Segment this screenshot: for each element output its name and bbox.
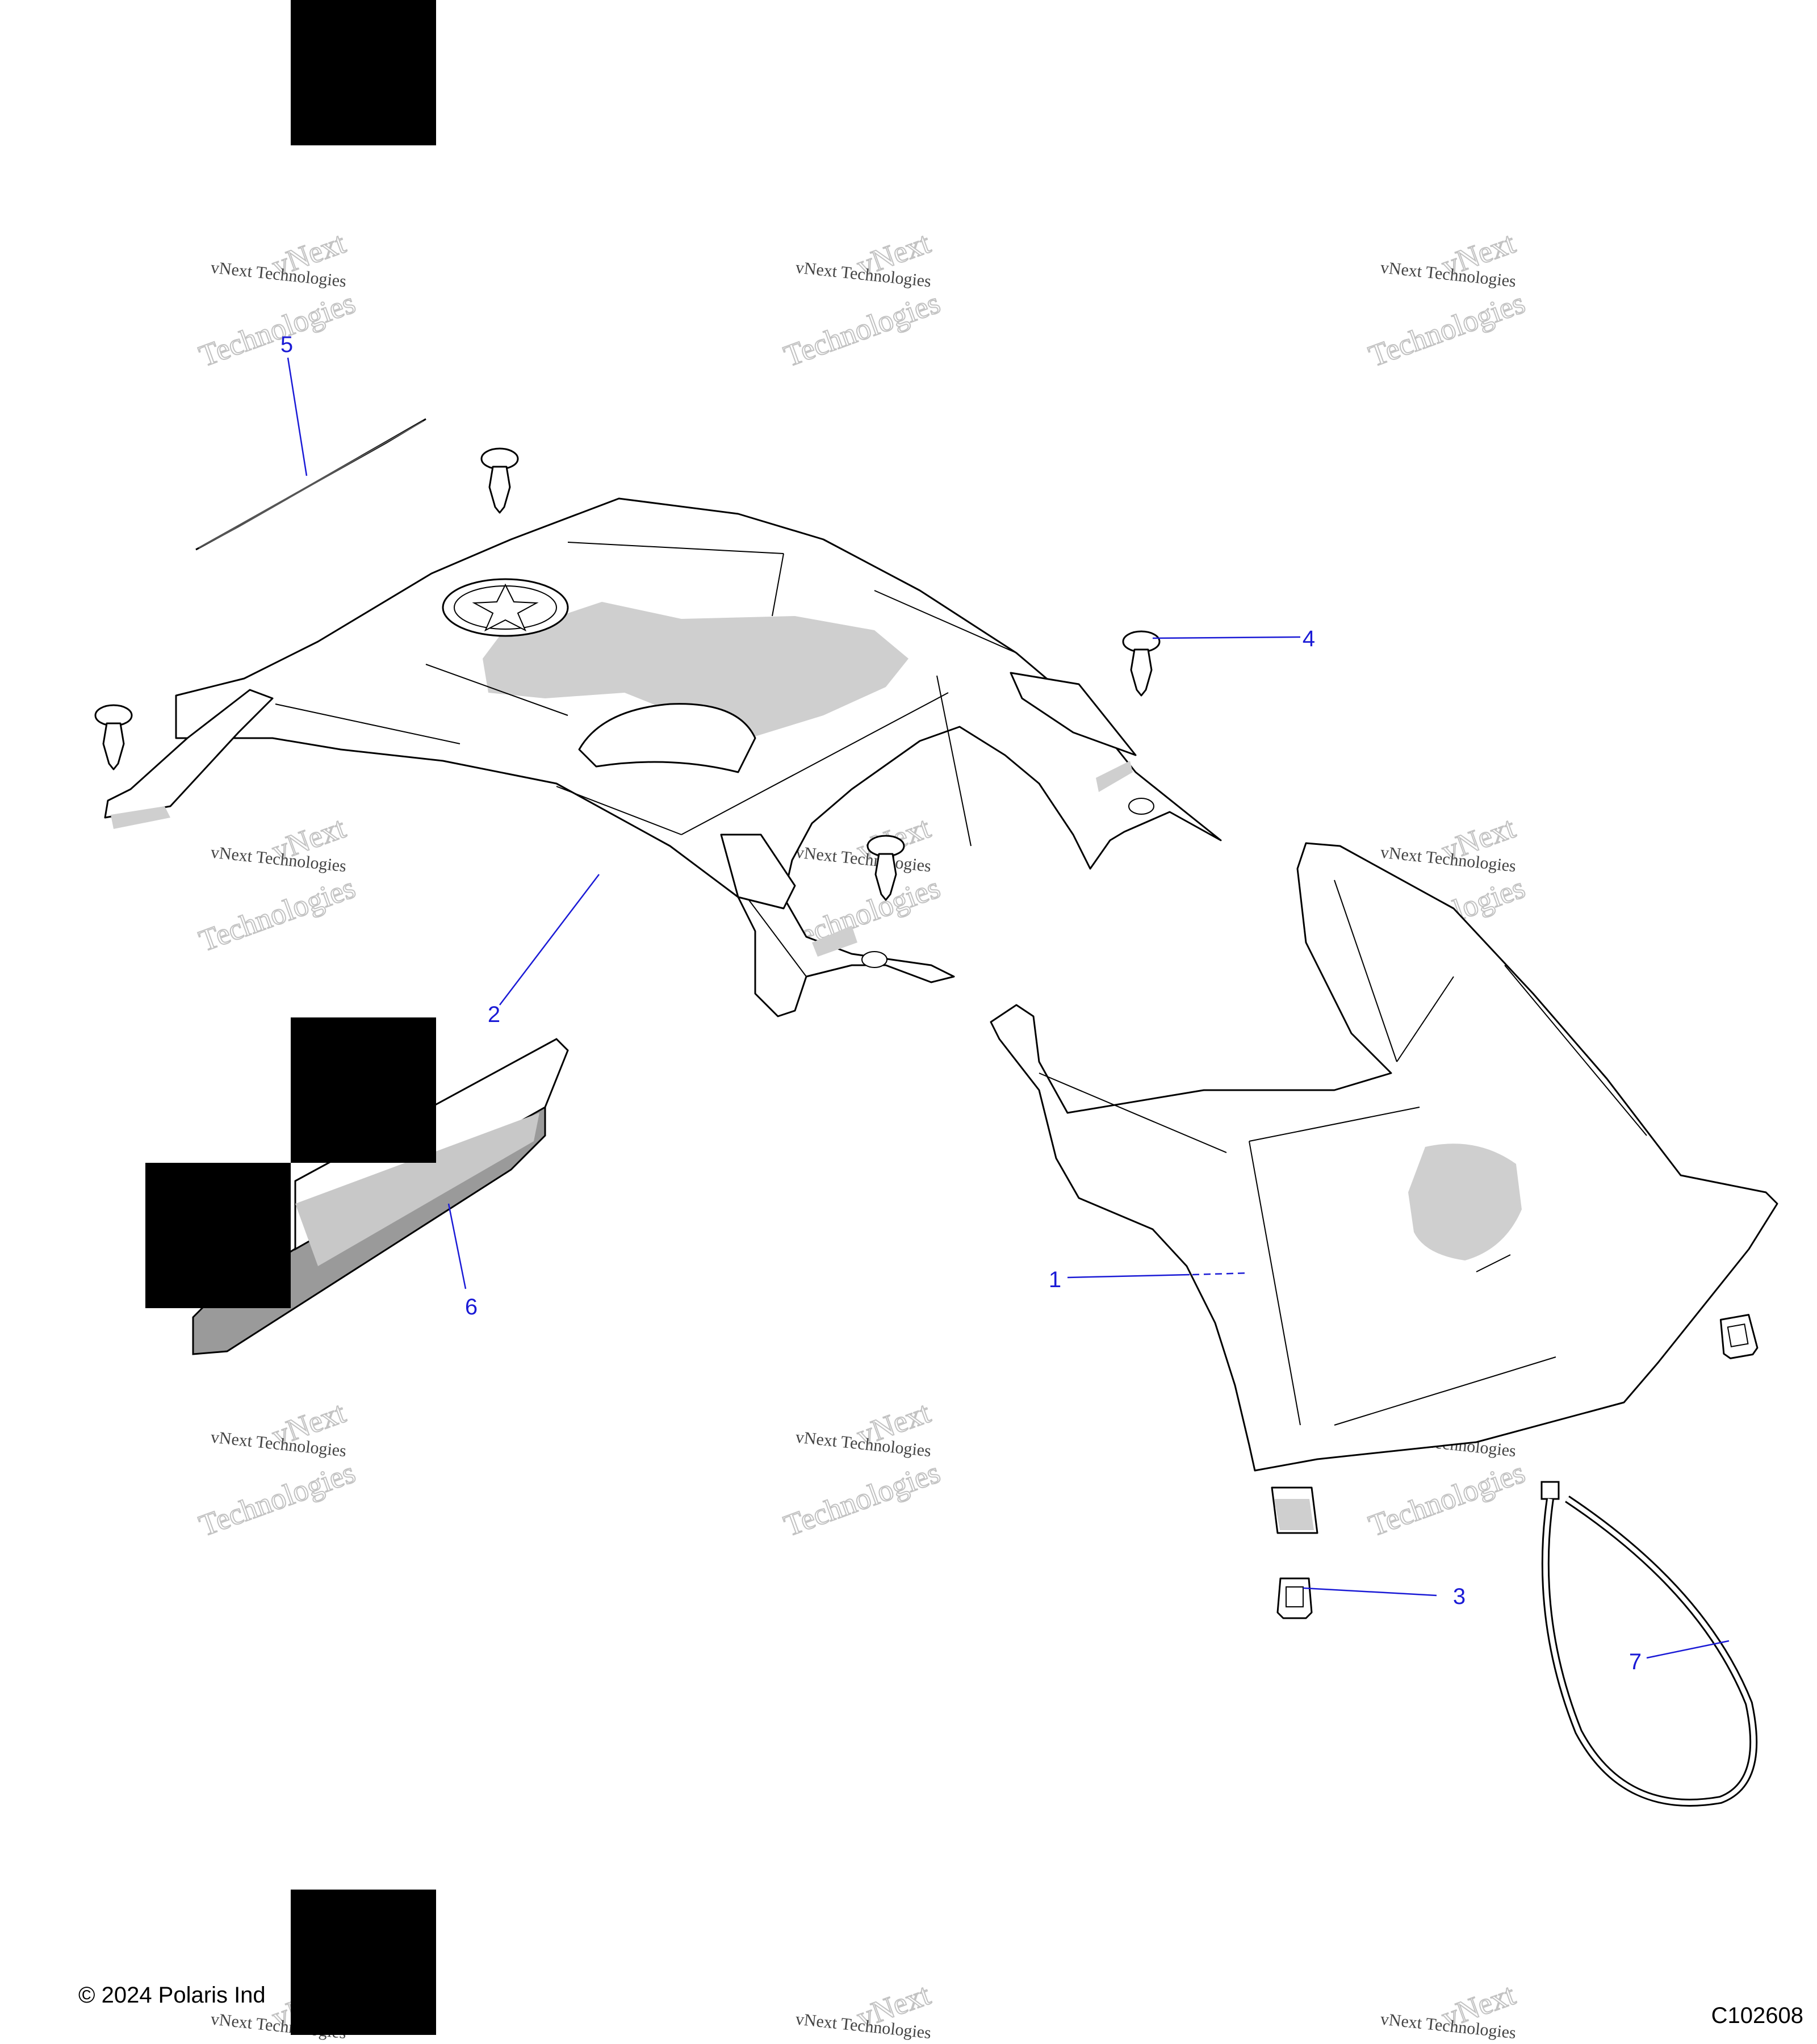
part-5-decal [195, 418, 426, 551]
callout-2: 2 [488, 1002, 500, 1027]
watermark-big-line2: Technologies [195, 870, 359, 958]
redaction-block [145, 1163, 291, 1308]
part-2-rear-cover [104, 497, 1222, 1017]
watermark-big-line2: Technologies [1364, 1455, 1529, 1543]
part-7-cable-tie [1540, 1481, 1758, 1807]
watermark-big-line2: Technologies [195, 286, 359, 374]
callout-1: 1 [1049, 1267, 1061, 1292]
callout-6: 6 [465, 1295, 478, 1320]
callout-leaders [287, 357, 1730, 1659]
callout-7: 7 [1629, 1649, 1642, 1674]
watermark-big-line2: Technologies [780, 1455, 944, 1543]
callout-4: 4 [1303, 626, 1315, 651]
watermark-big-line2: Technologies [780, 286, 944, 374]
figure-code: C102608 [1711, 2003, 1803, 2028]
logo-emblem [442, 578, 569, 637]
copyright-text: © 2024 Polaris Ind [78, 1983, 266, 2008]
watermark-big-line2: Technologies [195, 1455, 359, 1543]
redaction-block [291, 0, 436, 145]
part-1-side-panel [990, 842, 1778, 1534]
redaction-block [291, 1890, 436, 2035]
watermark-big-line2: Technologies [1364, 286, 1529, 374]
redaction-block [291, 1017, 436, 1163]
callout-3: 3 [1453, 1584, 1466, 1609]
callout-5: 5 [280, 332, 293, 357]
callout-labels: 1 2 3 4 5 6 7 [280, 332, 1642, 1674]
part-4-push-pins [94, 447, 1161, 901]
